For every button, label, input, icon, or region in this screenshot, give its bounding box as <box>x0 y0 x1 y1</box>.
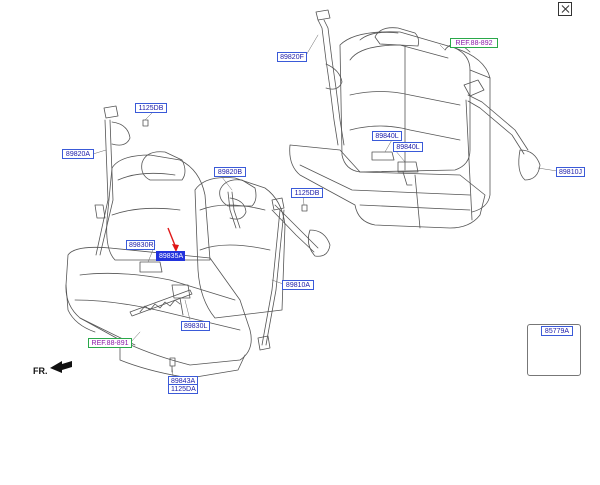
label-89830L[interactable]: 89830L <box>181 321 210 331</box>
label-89810A[interactable]: 89810A <box>282 280 314 290</box>
label-89820F[interactable]: 89820F <box>277 52 307 62</box>
label-1125DA[interactable]: 1125DA <box>168 384 198 394</box>
label-1125DB-mid[interactable]: 1125DB <box>291 188 323 198</box>
label-89810J[interactable]: 89810J <box>556 167 585 177</box>
label-89840L-bottom[interactable]: 89840L <box>393 142 423 152</box>
label-89835A-highlighted[interactable]: 89835A <box>156 251 185 261</box>
pointer-arrow <box>167 227 179 252</box>
label-1125DB-top[interactable]: 1125DB <box>135 103 167 113</box>
close-icon[interactable] <box>558 2 572 16</box>
front-direction-label: FR. <box>33 366 48 376</box>
rear-seat-drawing <box>289 9 541 229</box>
arrow-left-icon <box>50 361 72 373</box>
leader-lines <box>92 34 558 377</box>
label-89820A[interactable]: 89820A <box>62 149 94 159</box>
label-89820B[interactable]: 89820B <box>214 167 246 177</box>
ref-label-88-892[interactable]: REF.88-892 <box>450 38 498 48</box>
label-89840L-top[interactable]: 89840L <box>372 131 402 141</box>
label-85779A[interactable]: 85779A <box>541 326 573 336</box>
label-89830R[interactable]: 89830R <box>126 240 155 250</box>
front-seat-drawing <box>65 105 331 379</box>
ref-label-88-891[interactable]: REF.88-891 <box>88 338 132 348</box>
